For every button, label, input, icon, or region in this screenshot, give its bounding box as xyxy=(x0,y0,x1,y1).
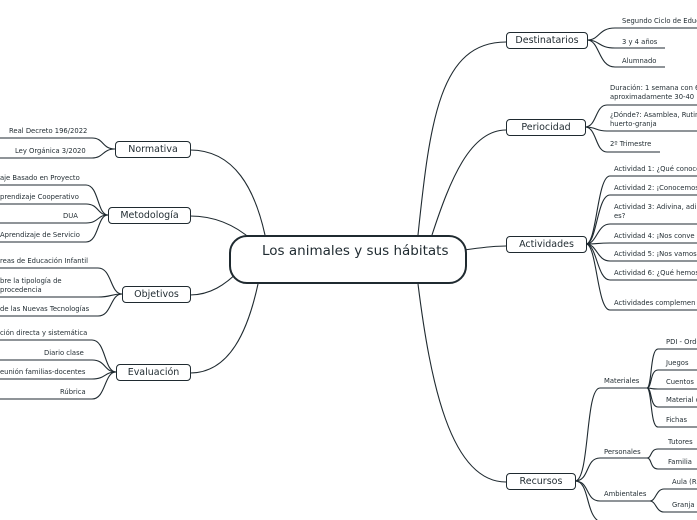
leaf-material-5[interactable]: Fichas xyxy=(666,416,688,424)
topic-recursos[interactable]: Recursos xyxy=(506,473,576,490)
leaf-material-3[interactable]: Cuentos xyxy=(666,378,694,386)
leaf-personal-1[interactable]: Tutores xyxy=(668,438,693,446)
subtopic-ambientales[interactable]: Ambientales xyxy=(604,490,647,498)
topic-actividades[interactable]: Actividades xyxy=(506,236,587,253)
leaf-periocidad-3[interactable]: 2º Trimestre xyxy=(610,140,652,148)
leaf-metodologia-4[interactable]: Aprendizaje de Servicio xyxy=(0,231,80,239)
topic-label: Metodología xyxy=(120,210,179,221)
leaf-destinatarios-1[interactable]: Segundo Ciclo de Educ xyxy=(622,17,697,25)
leaf-metodologia-3[interactable]: DUA xyxy=(63,212,78,220)
topic-metodologia[interactable]: Metodología xyxy=(108,207,191,224)
leaf-destinatarios-3[interactable]: Alumnado xyxy=(622,57,657,65)
leaf-evaluacion-3[interactable]: eunión familias-docentes xyxy=(0,368,86,376)
topic-label: Destinatarios xyxy=(515,35,579,46)
topic-periocidad[interactable]: Periocidad xyxy=(506,119,586,136)
leaf-metodologia-2[interactable]: prendizaje Cooperativo xyxy=(0,193,79,201)
topic-label: Periocidad xyxy=(521,122,571,133)
leaf-periocidad-1[interactable]: Duración: 1 semana con 6 xyxy=(610,84,697,92)
leaf-destinatarios-2[interactable]: 3 y 4 años xyxy=(622,38,658,46)
leaf-actividad-4[interactable]: Actividad 4: ¡Nos conve xyxy=(614,232,695,240)
topic-normativa[interactable]: Normativa xyxy=(115,141,191,158)
leaf-normativa-1[interactable]: Real Decreto 196/2022 xyxy=(9,127,88,135)
leaf-periocidad-2b: huerto-granja xyxy=(610,120,657,128)
leaf-ambiental-2[interactable]: Granja xyxy=(672,501,695,509)
leaf-material-4[interactable]: Material d xyxy=(666,396,697,404)
topic-objetivos[interactable]: Objetivos xyxy=(122,286,191,303)
leaf-actividad-1[interactable]: Actividad 1: ¿Qué conoce xyxy=(614,165,697,173)
leaf-evaluacion-2[interactable]: Diario clase xyxy=(44,349,84,357)
topic-label: Actividades xyxy=(519,239,574,250)
topic-evaluacion[interactable]: Evaluación xyxy=(116,364,191,381)
leaf-actividad-2[interactable]: Actividad 2: ¡Conocemos xyxy=(614,184,697,192)
topic-label: Normativa xyxy=(128,144,178,155)
leaf-material-2[interactable]: Juegos xyxy=(666,359,689,367)
leaf-personal-2[interactable]: Familia xyxy=(668,458,692,466)
central-topic[interactable]: Los animales y sus hábitats xyxy=(229,235,467,284)
leaf-evaluacion-4[interactable]: Rúbrica xyxy=(60,388,86,396)
leaf-metodologia-1[interactable]: aje Basado en Proyecto xyxy=(0,174,80,182)
leaf-actividad-5[interactable]: Actividad 5: ¡Nos vamos xyxy=(614,250,697,258)
leaf-objetivo-1[interactable]: reas de Educación Infantil xyxy=(0,257,89,265)
subtopic-personales[interactable]: Personales xyxy=(604,448,641,456)
leaf-periocidad-1b: aproximadamente 30-40 xyxy=(610,93,695,101)
leaf-objetivo-3[interactable]: de las Nuevas Tecnologías xyxy=(0,305,90,313)
leaf-actividad-3b: es? xyxy=(614,212,626,220)
leaf-objetivo-2[interactable]: bre la tipología de xyxy=(0,277,62,285)
leaf-actividad-6[interactable]: Actividad 6: ¿Qué hemos xyxy=(614,269,697,277)
leaf-normativa-2[interactable]: Ley Orgánica 3/2020 xyxy=(15,147,86,155)
subtopic-materiales[interactable]: Materiales xyxy=(604,377,640,385)
topic-destinatarios[interactable]: Destinatarios xyxy=(506,32,588,49)
leaf-ambiental-1[interactable]: Aula (R xyxy=(672,478,697,486)
leaf-objetivo-2b: procedencia xyxy=(0,286,42,294)
leaf-actividades-complementarias[interactable]: Actividades complemen xyxy=(614,299,696,307)
central-topic-title: Los animales y sus hábitats xyxy=(262,243,449,259)
leaf-periocidad-2[interactable]: ¿Dónde?: Asamblea, Rutin xyxy=(610,111,697,119)
topic-label: Objetivos xyxy=(134,289,179,300)
topic-label: Evaluación xyxy=(127,367,180,378)
topic-label: Recursos xyxy=(519,476,563,487)
leaf-actividad-3[interactable]: Actividad 3: Adivina, adi xyxy=(614,203,697,211)
leaf-material-1[interactable]: PDI - Orde xyxy=(666,338,697,346)
leaf-evaluacion-1[interactable]: ción directa y sistemática xyxy=(0,329,88,337)
